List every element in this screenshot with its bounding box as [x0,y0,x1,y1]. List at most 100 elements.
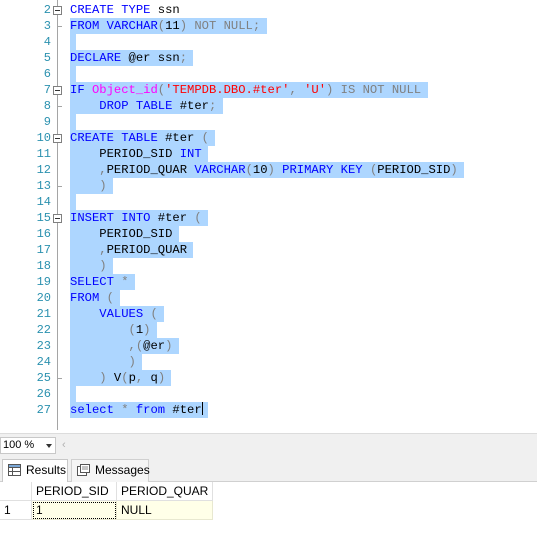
grid-corner[interactable] [0,482,32,501]
selection-highlight [70,290,120,306]
line-number: 7 [43,83,51,97]
code-token: INT [179,147,202,161]
row-header[interactable]: 1 [0,501,32,520]
code-line[interactable]: 8 DROP TABLE #ter; [0,98,537,114]
text-caret [201,402,203,415]
code-token: 11 [165,19,180,33]
code-token: @er ssn [128,51,180,65]
selection-highlight [70,34,76,50]
tab-results[interactable]: Results [2,459,68,482]
code-token: ) [450,163,458,177]
line-number: 21 [36,307,51,321]
selection-highlight [70,402,208,418]
code-line[interactable]: 12 ,PERIOD_QUAR VARCHAR(10) PRIMARY KEY … [0,162,537,178]
code-text: DROP TABLE #ter; [70,98,216,114]
code-line[interactable]: 18 ) [0,258,537,274]
code-line[interactable]: 13 ) [0,178,537,194]
code-token: ) [267,163,283,177]
zoom-select[interactable]: 100 % [0,437,56,454]
selection-highlight [70,354,142,370]
code-token [70,163,99,177]
code-line[interactable]: 3 FROM VARCHAR(11) NOT NULL; [0,18,537,34]
selection-highlight [70,194,76,210]
code-token: 'TEMPDB.DBO.#ter' [165,83,290,97]
code-token: ( [201,131,209,145]
collapse-icon[interactable] [53,134,62,143]
tab-messages[interactable]: Messages [71,459,150,482]
code-line[interactable]: 21 VALUES ( [0,306,537,322]
column-header-period-quar[interactable]: PERIOD_QUAR [117,482,213,501]
code-line[interactable]: 6 [0,66,537,82]
collapse-icon[interactable] [53,214,62,223]
code-token: PRIMARY KEY [282,163,370,177]
selection-highlight [70,18,267,34]
code-token [70,243,99,257]
line-number: 6 [43,67,51,81]
results-grid[interactable]: PERIOD_SID PERIOD_QUAR 1 1 NULL [0,482,537,544]
code-text: ,(@er) [70,338,173,354]
cell-period-sid[interactable]: 1 [32,501,117,520]
code-line[interactable]: 26 [0,386,537,402]
selection-highlight [70,322,157,338]
selection-highlight [70,274,135,290]
collapse-icon[interactable] [53,86,62,95]
column-header-period-sid[interactable]: PERIOD_SID [32,482,117,501]
code-text: FROM VARCHAR(11) NOT NULL; [70,18,260,34]
code-token: Object_id [91,83,158,97]
code-text: ) [70,178,107,194]
code-line[interactable]: 25 ) V(p, q) [0,370,537,386]
code-token: ,( [128,339,144,353]
code-token: #ter [172,403,202,417]
code-line[interactable]: 17 ,PERIOD_QUAR [0,242,537,258]
zoom-value: 100 % [3,439,35,451]
code-token: SELECT [70,275,122,289]
code-token: PERIOD_QUAR [106,243,188,257]
line-number: 3 [43,19,51,33]
code-token [70,323,129,337]
cell-period-quar[interactable]: NULL [117,501,213,520]
line-number: 5 [43,51,51,65]
code-text: ) [70,354,136,370]
scroll-left-icon[interactable]: ‹ [62,439,66,451]
fold-end-mark [57,186,62,187]
code-text: ,PERIOD_QUAR VARCHAR(10) PRIMARY KEY (PE… [70,162,458,178]
line-number: 17 [36,243,51,257]
line-number: 4 [43,35,51,49]
code-token: ) [99,179,107,193]
code-token: 'U' [304,83,327,97]
code-token: ) [128,355,136,369]
line-number: 13 [36,179,51,193]
code-line[interactable]: 22 (1) [0,322,537,338]
code-token: #ter [157,211,195,225]
messages-icon [77,464,90,476]
code-token [70,355,129,369]
code-text: ,PERIOD_QUAR [70,242,187,258]
code-line[interactable]: 24 ) [0,354,537,370]
code-line[interactable]: 4 [0,34,537,50]
selection-highlight [70,258,113,274]
code-token: ; [208,99,217,113]
results-tabbar: Results Messages [0,456,537,482]
code-token: PERIOD_QUAR [106,163,195,177]
code-token: ) [99,259,107,273]
code-line[interactable]: 9 [0,114,537,130]
code-line[interactable]: 16 PERIOD_SID [0,226,537,242]
line-number: 27 [36,403,51,417]
code-token: ( [245,163,253,177]
code-text: INSERT INTO #ter ( [70,210,202,226]
code-line[interactable]: 11 PERIOD_SID INT [0,146,537,162]
selection-highlight [70,226,179,242]
code-line[interactable]: 14 [0,194,537,210]
collapse-icon[interactable] [53,6,62,15]
code-line[interactable]: 23 ,(@er) [0,338,537,354]
code-token: V [113,371,122,385]
